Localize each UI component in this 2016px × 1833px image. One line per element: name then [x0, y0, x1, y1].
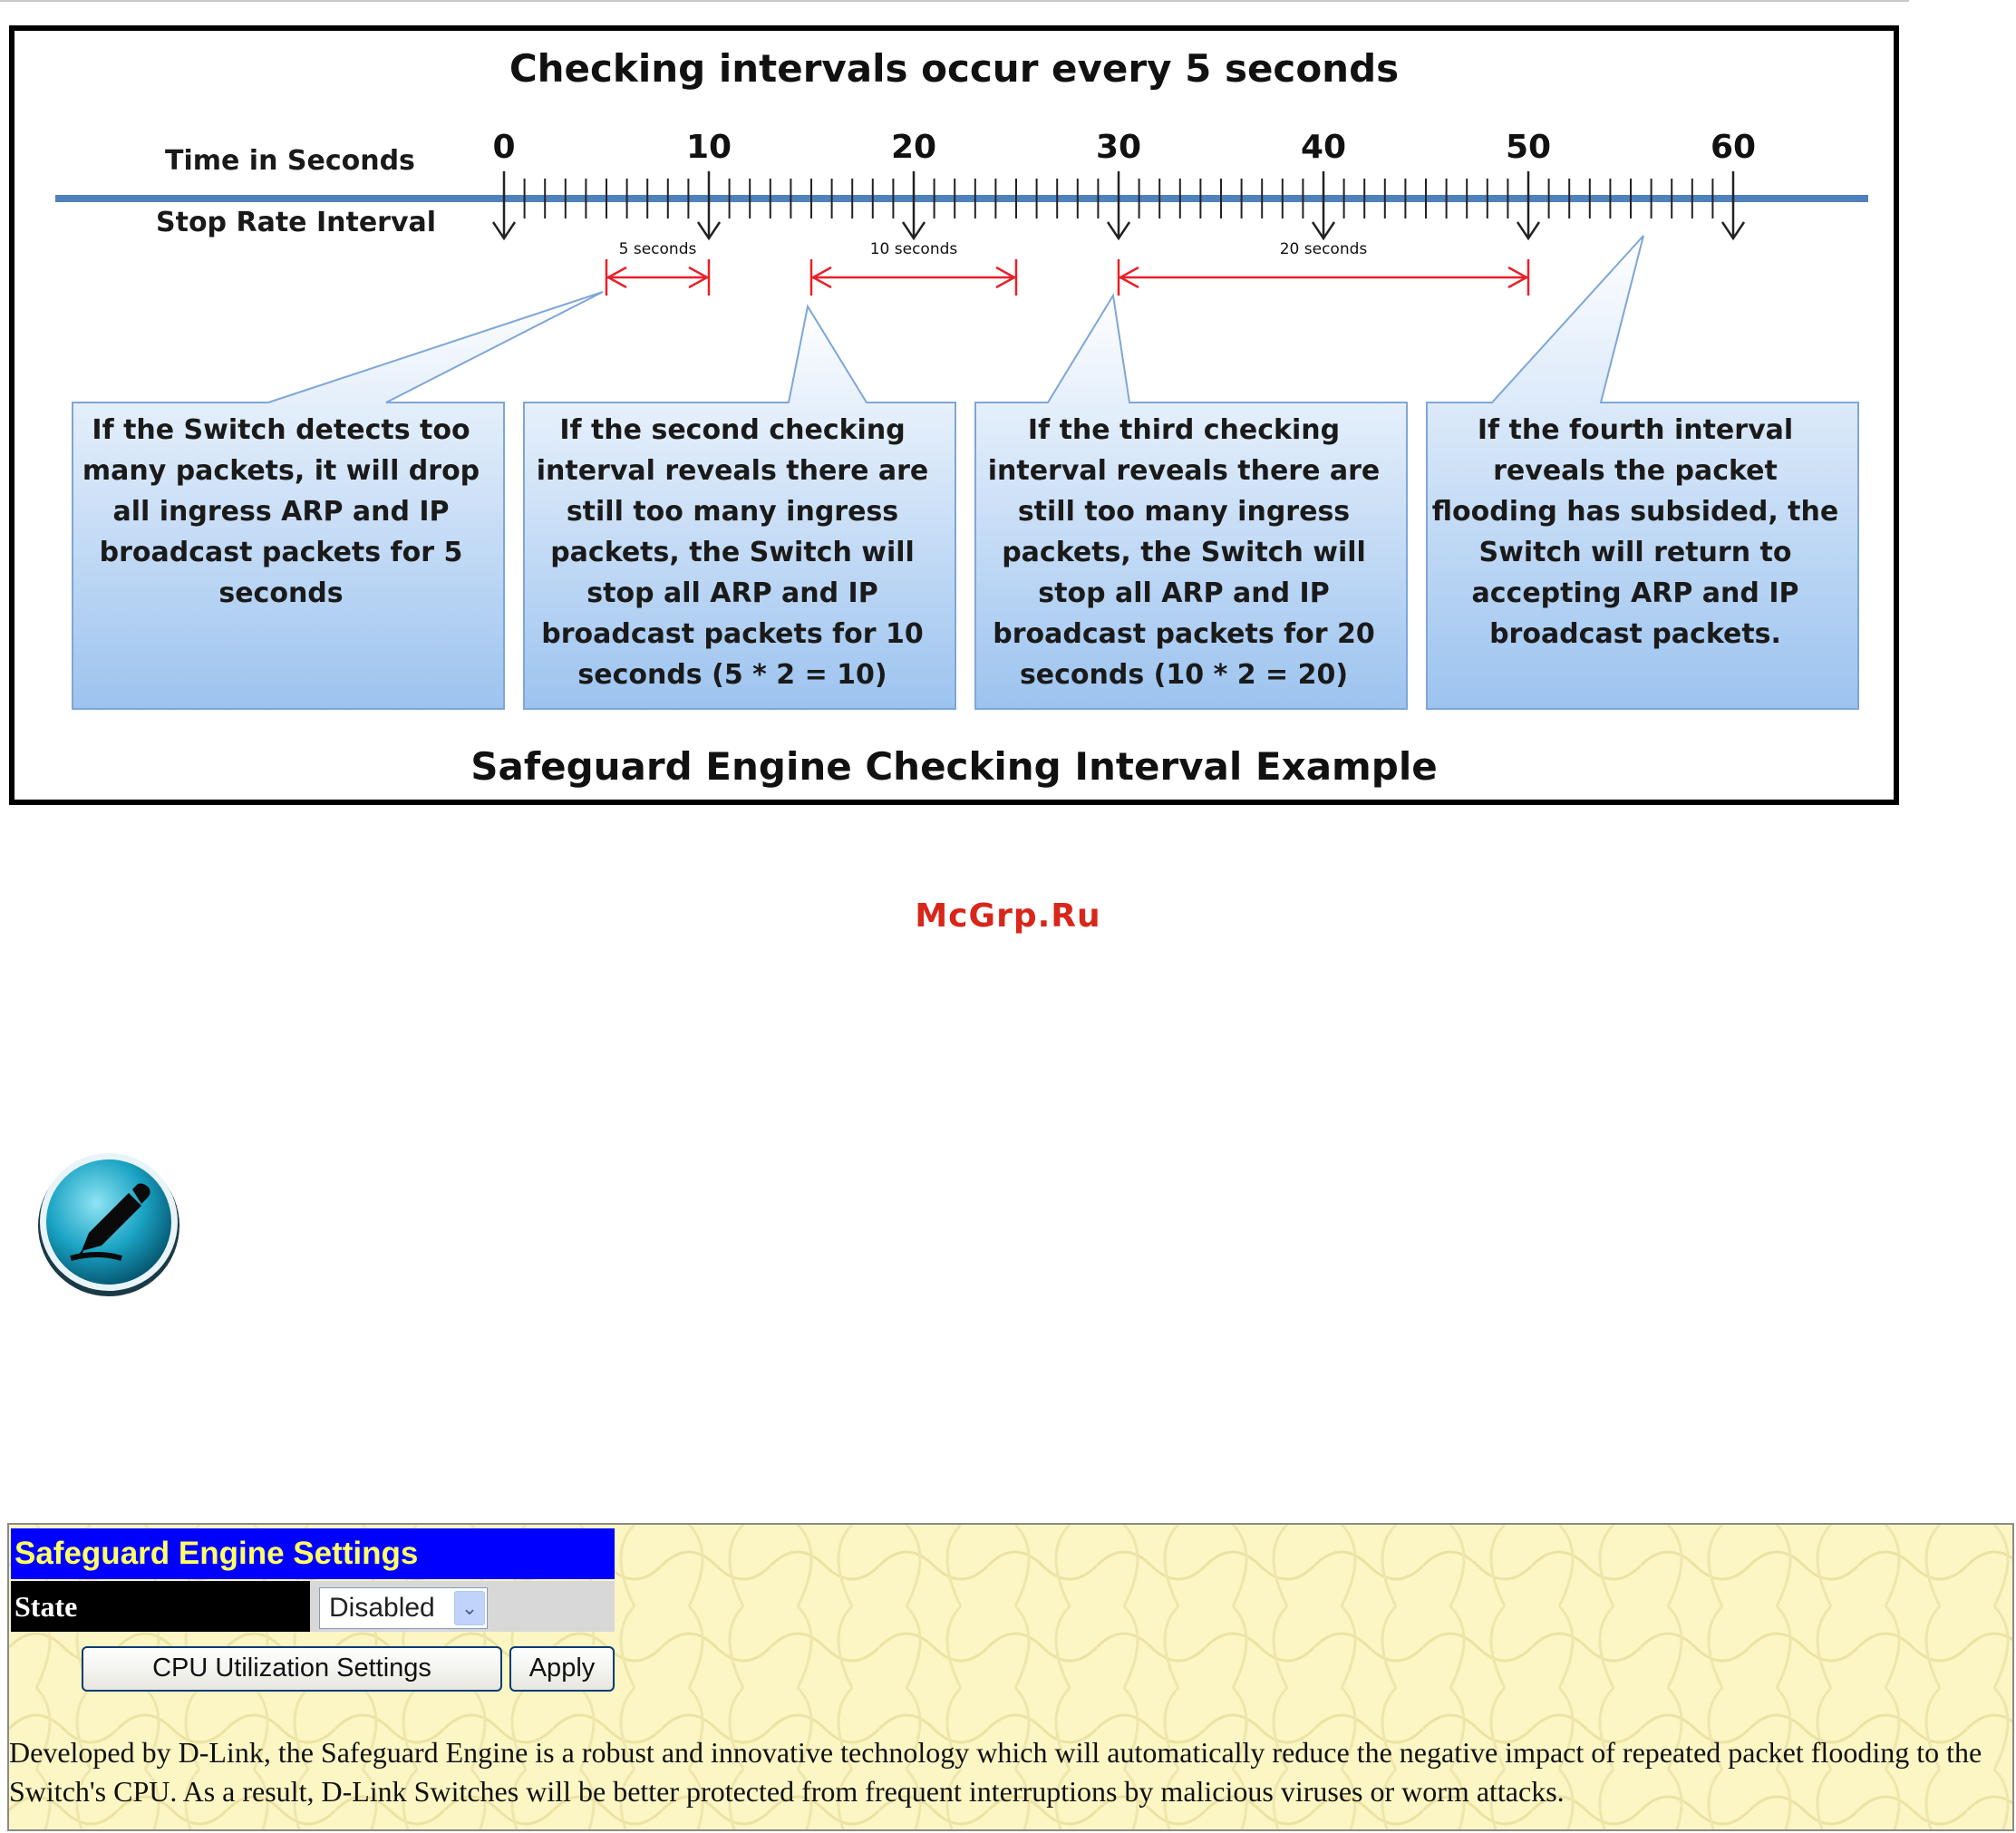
state-row: State Disabled ⌄	[11, 1581, 615, 1632]
duration-arrow-right	[688, 266, 710, 289]
callout-4-text: If the fourth interval reveals the packe…	[1431, 414, 1839, 650]
callout-box-4	[1426, 235, 1859, 710]
stop-arrow-head	[1106, 221, 1131, 241]
stop-arrow-head	[1516, 221, 1541, 241]
diagram-caption: Safeguard Engine Checking Interval Examp…	[470, 744, 1438, 789]
tick-label: 20	[890, 129, 937, 166]
description-text: Developed by D-Link, the Safeguard Engin…	[9, 1736, 1982, 1808]
state-select[interactable]: Disabled ⌄	[319, 1587, 488, 1629]
duration-arrow-right	[995, 266, 1017, 289]
apply-button[interactable]: Apply	[509, 1646, 615, 1692]
callout-2-text: If the second checking interval reveals …	[536, 414, 929, 691]
callout-3-text: If the third checking interval reveals t…	[987, 414, 1381, 691]
state-select-value: Disabled	[329, 1593, 435, 1623]
duration-arrow-left	[810, 266, 832, 289]
tick-label: 40	[1300, 129, 1347, 166]
duration-arrow-right	[1507, 266, 1529, 289]
diagram-title: Checking intervals occur every 5 seconds	[509, 46, 1400, 91]
tick-label: 50	[1505, 129, 1552, 166]
time-row-label: Time in Seconds	[165, 145, 415, 177]
cpu-utilization-settings-button[interactable]: CPU Utilization Settings	[82, 1646, 502, 1692]
callout-box-1	[72, 291, 604, 710]
duration-arrow-left	[1118, 266, 1139, 289]
stop-arrow-head	[696, 221, 722, 241]
timeline-axis	[55, 195, 1868, 202]
tick-label: 30	[1095, 129, 1142, 166]
stop-arrow-head	[491, 221, 517, 241]
panel-title: Safeguard Engine Settings	[11, 1528, 615, 1579]
tick-label: 0	[492, 129, 516, 166]
stop-arrow-head	[1720, 221, 1746, 241]
watermark-text: McGrp.Ru	[915, 897, 1101, 935]
duration-label: 10 seconds	[869, 240, 958, 258]
pencil-note-icon	[34, 1149, 183, 1298]
tick-label: 10	[685, 129, 732, 166]
top-divider	[0, 0, 1909, 2]
stop-row-label: Stop Rate Interval	[156, 207, 437, 238]
chevron-down-icon[interactable]: ⌄	[454, 1591, 485, 1625]
duration-label: 20 seconds	[1279, 240, 1368, 258]
callout-box-3	[974, 293, 1408, 710]
tick-label: 60	[1710, 129, 1757, 166]
interval-diagram: Checking intervals occur every 5 seconds…	[9, 25, 1899, 805]
callout-box-2	[523, 304, 956, 710]
stop-arrow-head	[901, 221, 926, 241]
duration-arrow-left	[606, 266, 627, 289]
state-label: State	[11, 1581, 310, 1632]
diagram-graphics	[55, 171, 1868, 710]
safeguard-settings-panel: Safeguard Engine Settings State Disabled…	[7, 1523, 2014, 1831]
duration-label: 5 seconds	[618, 240, 697, 258]
callout-1-text: If the Switch detects too many packets, …	[82, 414, 480, 609]
stop-arrow-head	[1311, 221, 1336, 241]
